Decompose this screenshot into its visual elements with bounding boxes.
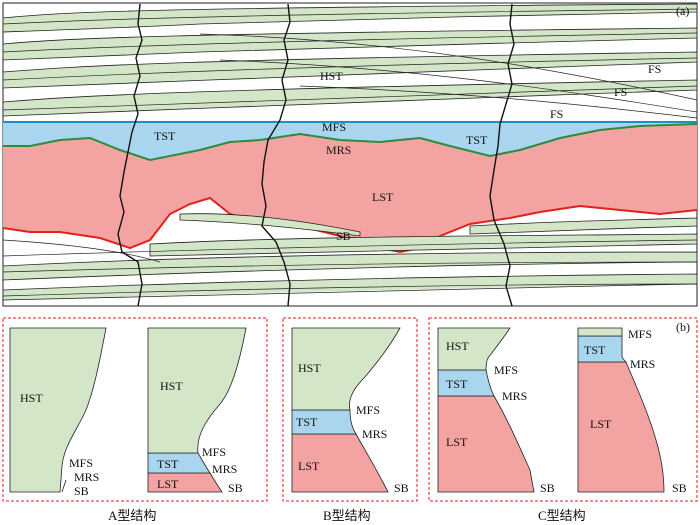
- a1-hst: [9, 327, 107, 493]
- c1-lst-label: LST: [446, 435, 468, 449]
- wedge-row-3: [2, 51, 698, 89]
- caption-type-a: A型结构: [108, 508, 156, 523]
- fault-1: [117, 3, 143, 307]
- c2-lst-label: LST: [590, 417, 612, 431]
- c2-sb-label: SB: [672, 481, 687, 495]
- b-hst-label: HST: [298, 361, 321, 375]
- wedge-low-2: [469, 217, 698, 235]
- wedge-low-1: [179, 213, 361, 237]
- clinoform-lines-lower: [2, 239, 698, 297]
- caption-type-b: B型结构: [323, 508, 371, 523]
- a1-mrs-label: MRS: [74, 470, 99, 484]
- label-fs-2: FS: [614, 85, 627, 99]
- a2-lst: [147, 472, 223, 493]
- label-hst: HST: [320, 69, 343, 83]
- a2-mfs-label: MFS: [202, 445, 226, 459]
- frame-type-b: [282, 317, 418, 502]
- c2-lst: [577, 361, 665, 493]
- b-mfs-label: MFS: [356, 403, 380, 417]
- fault-lines: [117, 3, 515, 307]
- label-mfs: MFS: [322, 120, 346, 134]
- b-lst: [291, 433, 389, 493]
- label-fs-1: FS: [648, 62, 661, 76]
- b-tst: [291, 409, 357, 435]
- a1-pointer: [61, 479, 67, 493]
- label-sb: SB: [336, 229, 351, 243]
- lst-body: [3, 124, 697, 252]
- tst-band: [3, 122, 697, 160]
- c1-mrs-label: MRS: [502, 389, 527, 403]
- b-sb-label: SB: [394, 481, 409, 495]
- c1-lst: [437, 395, 535, 493]
- c1-tst-label: TST: [446, 377, 468, 391]
- c1-mfs-label: MFS: [494, 363, 518, 377]
- mrs-line: [3, 123, 698, 162]
- panel-b-tag: (b): [676, 320, 690, 334]
- label-mrs: MRS: [326, 143, 351, 157]
- a1-sb-label: SB: [74, 484, 89, 498]
- a1-mfs-label: MFS: [69, 456, 93, 470]
- a1-hst-label: HST: [20, 391, 43, 405]
- b-mrs-label: MRS: [362, 427, 387, 441]
- c2-mrs-label: MRS: [630, 357, 655, 371]
- frame-type-a: [2, 317, 268, 502]
- b-hst: [291, 327, 401, 411]
- c2-hst: [577, 327, 623, 337]
- c2-tst: [577, 335, 627, 363]
- a2-hst-label: HST: [160, 379, 183, 393]
- label-tst-left: TST: [154, 129, 176, 143]
- fault-3: [489, 3, 515, 307]
- a2-sb-label: SB: [228, 481, 243, 495]
- fault-2: [261, 3, 291, 307]
- a2-tst: [147, 452, 211, 474]
- c2-mfs-label: MFS: [628, 327, 652, 341]
- panel-a: (a) HST FS FS FS TST TST MFS MRS LST SB: [2, 2, 698, 307]
- c1-sb-label: SB: [540, 481, 555, 495]
- hst-wedges-lower: [2, 213, 698, 301]
- c1-hst: [437, 327, 511, 371]
- a2-tst-label: TST: [157, 457, 179, 471]
- panel-a-tag: (a): [676, 4, 689, 18]
- c1-hst-label: HST: [446, 339, 469, 353]
- wedge-low-3: [149, 233, 698, 257]
- label-tst-right: TST: [466, 133, 488, 147]
- caption-type-c: C型结构: [538, 508, 586, 523]
- frame-type-c: [428, 317, 698, 502]
- b-lst-label: LST: [298, 459, 320, 473]
- b-tst-label: TST: [296, 415, 318, 429]
- c2-tst-label: TST: [584, 343, 606, 357]
- c1-tst: [437, 369, 495, 397]
- a2-hst: [147, 327, 247, 454]
- label-lst: LST: [372, 190, 394, 204]
- panel-b: HST MFS MRS SB HST TST LST MFS MRS SB HS…: [2, 317, 698, 502]
- label-fs-3: FS: [550, 107, 563, 121]
- a2-lst-label: LST: [157, 477, 179, 491]
- a2-mrs-label: MRS: [212, 462, 237, 476]
